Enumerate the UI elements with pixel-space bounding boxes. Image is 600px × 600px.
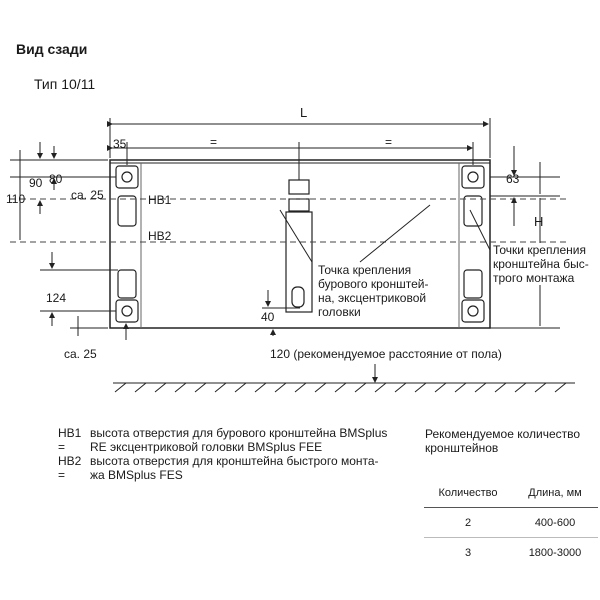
dim-110: 110 <box>6 192 26 206</box>
hb-legend: HB1 = высота отверстия для бурового крон… <box>58 426 387 482</box>
label-hb2: HB2 <box>148 229 172 243</box>
hb2-legend-entry: HB2 = высота отверстия для кронштейна бы… <box>58 454 379 482</box>
dim-40: 40 <box>261 310 275 324</box>
dim-equal-left: = <box>210 135 218 149</box>
dim-63: 63 <box>506 172 520 186</box>
col-length: Длина, мм <box>512 478 598 508</box>
recommendation-table: Количество Длина, мм 2 400-600 3 1800-30… <box>424 478 598 567</box>
quick-bracket-callout: Точки крепления кронштейна быс- трого мо… <box>493 243 589 285</box>
table-row: 3 1800-3000 <box>464 546 582 559</box>
dim-equal-right: = <box>385 135 393 149</box>
page-subtitle: Тип 10/11 <box>34 76 96 92</box>
dim-124: 124 <box>46 291 67 305</box>
hb1-legend-entry: HB1 = высота отверстия для бурового крон… <box>58 426 388 454</box>
dim-ca25-top: ca. 25 <box>71 188 104 202</box>
radiator-panel <box>109 159 491 329</box>
top-right-bracket <box>461 165 485 189</box>
dim-80: 80 <box>49 172 63 186</box>
dim-L: L <box>300 105 308 120</box>
page-title: Вид сзади <box>16 41 88 57</box>
table-row: 2 400-600 <box>424 507 598 538</box>
dim-35: 35 <box>113 137 127 151</box>
dim-H: H <box>534 214 544 229</box>
dim-ca25-bottom: ca. 25 <box>64 347 97 361</box>
floor-distance-note: 120 (рекомендуемое расстояние от пола) <box>270 347 502 361</box>
drill-bracket-callout: Точка крепления бурового кронштей- на, э… <box>318 263 429 319</box>
dim-90: 90 <box>29 176 43 190</box>
floor <box>113 382 575 393</box>
col-quantity: Количество <box>424 478 512 508</box>
label-hb1: HB1 <box>148 193 172 207</box>
recommendation-title: Рекомендуемое количество кронштейнов <box>425 427 581 455</box>
